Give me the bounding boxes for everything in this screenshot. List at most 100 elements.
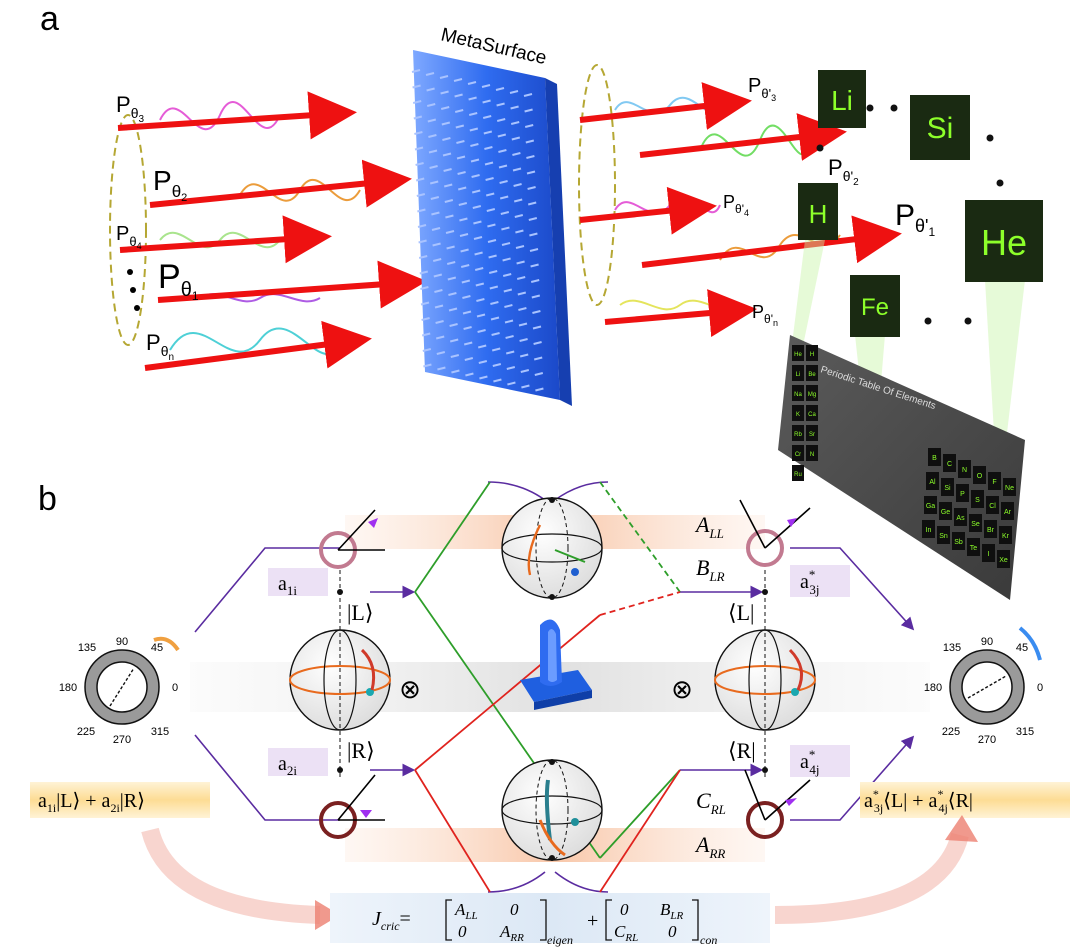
metasurface-pillar bbox=[482, 115, 492, 119]
element-tile-h: H bbox=[798, 183, 838, 240]
metasurface-pillar bbox=[520, 369, 530, 373]
periodic-cell bbox=[937, 526, 950, 544]
svg-text:45: 45 bbox=[151, 642, 163, 654]
metasurface-pillar bbox=[429, 165, 438, 169]
periodic-cell bbox=[941, 478, 954, 496]
metasurface-pillar bbox=[463, 341, 473, 346]
periodic-cell-symbol: S bbox=[975, 497, 980, 504]
svg-text:315: 315 bbox=[1016, 726, 1034, 738]
periodic-cell-symbol: Ru bbox=[794, 472, 802, 478]
metasurface-pillar bbox=[483, 130, 493, 135]
panel-b-label: b bbox=[38, 480, 57, 518]
periodic-cell-symbol: Na bbox=[794, 392, 802, 398]
metasurface-pillar bbox=[497, 133, 507, 138]
curve-arrow-left bbox=[141, 827, 321, 924]
svg-text:315: 315 bbox=[151, 726, 169, 738]
metasurface-pillar bbox=[431, 211, 440, 216]
svg-text:270: 270 bbox=[113, 734, 131, 746]
metasurface-pillar bbox=[516, 260, 525, 265]
poincare-sphere-in bbox=[289, 570, 391, 780]
metasurface-pillar bbox=[473, 220, 482, 225]
metasurface-pillar bbox=[417, 208, 426, 213]
bra-L-label: ⟨L| bbox=[728, 600, 754, 625]
metasurface-pillar bbox=[518, 322, 528, 327]
ket-R-label: |R⟩ bbox=[347, 738, 375, 763]
metasurface-pillar bbox=[487, 223, 496, 228]
metasurface-pillar bbox=[470, 158, 480, 163]
input-beam-label: Pθn bbox=[146, 330, 174, 363]
metasurface-pillar bbox=[482, 99, 491, 104]
metasurface-pillar bbox=[474, 251, 483, 256]
periodic-table-cells: BCNOFNeAlSiPSClArGaGeAsSeBrKrInSnSbTeIXe… bbox=[792, 345, 1016, 568]
metasurface-pillar bbox=[446, 261, 456, 265]
route bbox=[487, 871, 546, 893]
periodic-cell-symbol: Sn bbox=[939, 533, 948, 540]
periodic-cell bbox=[926, 472, 939, 490]
polarization-dial-output: 90 45 0 315 270 225 180 135 bbox=[924, 626, 1043, 746]
svg-text:225: 225 bbox=[77, 726, 95, 738]
bra-R-label: ⟨R| bbox=[728, 738, 756, 763]
metasurface-pillar bbox=[468, 96, 477, 101]
metasurface-pillar bbox=[440, 90, 449, 95]
metasurface-pillar bbox=[529, 248, 539, 252]
periodic-cell-symbol: C bbox=[947, 461, 952, 468]
metasurface-pillar bbox=[430, 196, 440, 200]
periodic-cell-symbol: N bbox=[962, 467, 967, 474]
metasurface-pillar bbox=[417, 224, 427, 228]
coeff-bg bbox=[268, 748, 328, 776]
input-waves bbox=[159, 101, 361, 355]
svg-text:90: 90 bbox=[981, 636, 993, 648]
metasurface-pillar bbox=[479, 375, 488, 380]
periodic-table: Periodic Table Of Elements BCNOFNeAlSiPS… bbox=[778, 335, 1025, 600]
metasurface-pillar bbox=[504, 304, 513, 308]
metasurface-pillar bbox=[526, 170, 536, 175]
periodic-cell-symbol: F bbox=[992, 479, 996, 486]
arrow-icon bbox=[785, 798, 797, 806]
metasurface-pillar bbox=[458, 202, 468, 206]
metasurface-pillar bbox=[485, 177, 494, 181]
metasurface-pillar bbox=[471, 174, 480, 178]
element-tile-he: He bbox=[965, 200, 1043, 282]
metasurface-pillar bbox=[414, 146, 424, 151]
element-tile-si: Si bbox=[910, 95, 970, 160]
curve-arrow-right bbox=[774, 832, 969, 924]
periodic-cell-symbol: Te bbox=[970, 545, 978, 552]
metasurface-pillar bbox=[426, 87, 435, 92]
red-dashed-line bbox=[599, 591, 681, 616]
periodic-cell-symbol: As bbox=[956, 515, 965, 522]
periodic-cell bbox=[971, 490, 984, 508]
metasurface-pillar bbox=[517, 291, 527, 296]
metasurface-pillar bbox=[495, 87, 505, 91]
ellipsis-dot bbox=[130, 287, 136, 293]
periodic-cell bbox=[792, 385, 804, 401]
periodic-cell bbox=[806, 385, 818, 401]
metasurface-pillar bbox=[426, 103, 436, 107]
output-beam-label: Pθ'n bbox=[752, 302, 778, 328]
metasurface-pillar bbox=[490, 316, 500, 321]
tile-ellipsis-dots bbox=[816, 104, 1004, 325]
dial-ticks: 90 45 0 315 270 225 180 135 bbox=[924, 636, 1043, 746]
periodic-cell bbox=[973, 466, 986, 484]
curve-arrowhead-icon bbox=[945, 815, 978, 842]
metasurface-pillar bbox=[418, 255, 428, 259]
metasurface-pillar bbox=[446, 245, 455, 250]
ellipsis-dot bbox=[127, 269, 133, 275]
svg-text:180: 180 bbox=[924, 682, 942, 694]
metasurface-pillar bbox=[432, 242, 441, 247]
metasurface-pillar bbox=[501, 226, 510, 231]
periodic-cell bbox=[999, 526, 1012, 544]
metasurface-pillar bbox=[528, 217, 538, 221]
element-tiles: Li Si H He Fe bbox=[798, 70, 1043, 337]
route bbox=[487, 481, 546, 501]
output-polarization-loop bbox=[578, 64, 616, 306]
metasurface-pillar bbox=[462, 310, 472, 315]
metasurface-pillar bbox=[502, 273, 512, 277]
periodic-cell bbox=[806, 425, 818, 441]
input-polarization-loop bbox=[109, 114, 147, 346]
route-in-bottom bbox=[194, 734, 340, 821]
arrow-icon bbox=[787, 518, 797, 527]
metasurface-pillar bbox=[509, 90, 519, 94]
metasurface-pillar bbox=[428, 149, 438, 154]
periodic-cell bbox=[939, 502, 952, 520]
metasurface-pillar bbox=[433, 273, 443, 278]
